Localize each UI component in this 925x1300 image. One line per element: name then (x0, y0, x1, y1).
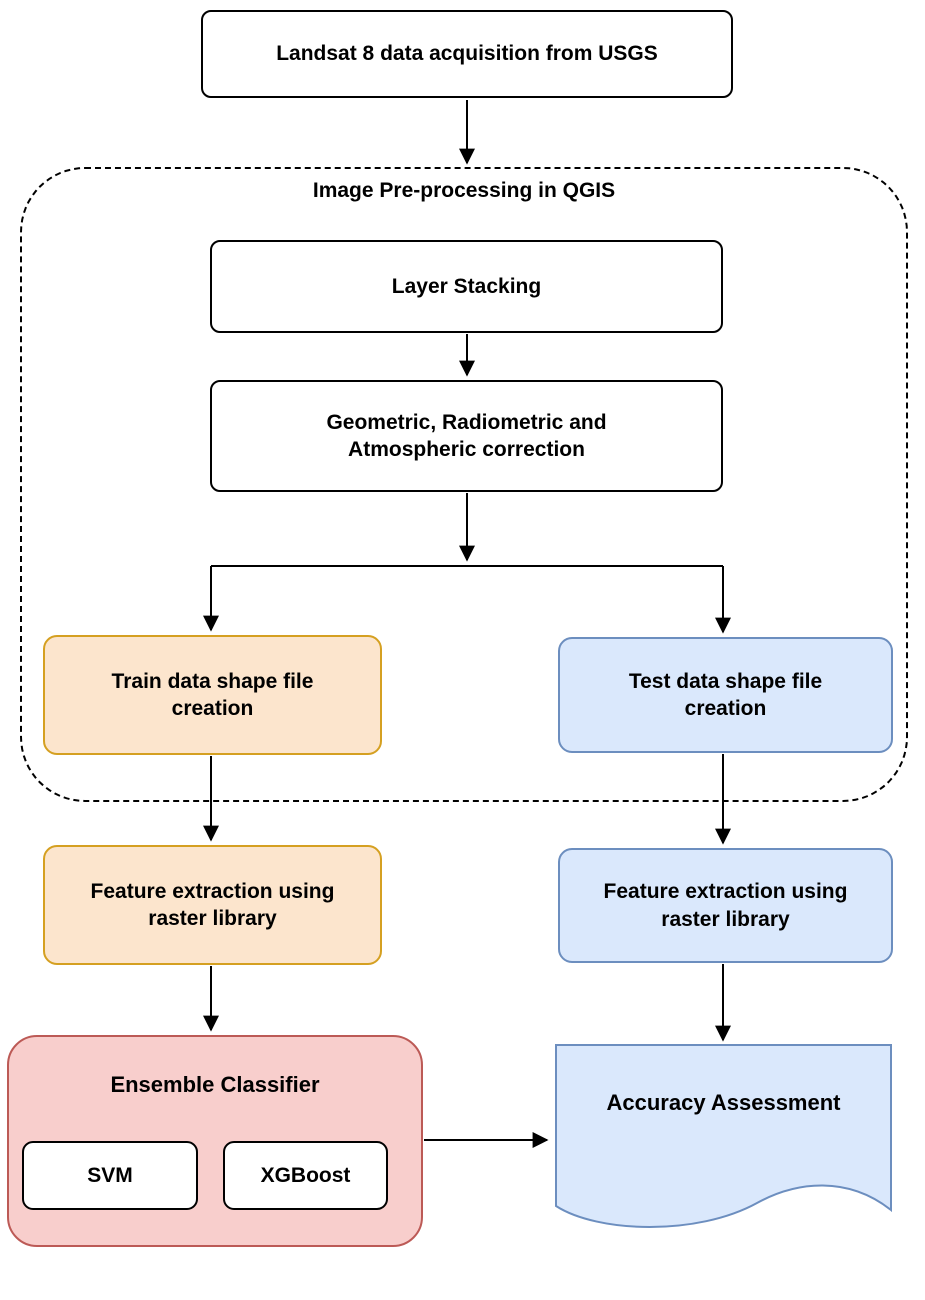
node-ensemble-classifier-label: Ensemble Classifier (110, 1072, 320, 1097)
node-feature-extraction-test: Feature extraction using raster library (558, 848, 893, 963)
node-test-shapefile-label: Test data shape file creation (628, 669, 823, 720)
node-train-shapefile: Train data shape file creation (43, 635, 382, 755)
node-layer-stacking-label: Layer Stacking (391, 274, 542, 298)
node-landsat-acquisition: Landsat 8 data acquisition from USGS (201, 10, 733, 98)
node-correction: Geometric, Radiometric and Atmospheric c… (210, 380, 723, 492)
node-feature-extraction-test-label: Feature extraction using raster library (603, 880, 848, 931)
accuracy-document-shape (555, 1044, 892, 1228)
node-feature-extraction-train: Feature extraction using raster library (43, 845, 382, 965)
node-landsat-acquisition-label: Landsat 8 data acquisition from USGS (276, 42, 658, 66)
node-accuracy-assessment-label: Accuracy Assessment (606, 1090, 841, 1115)
node-svm: SVM (22, 1141, 198, 1210)
node-feature-extraction-train-label: Feature extraction using raster library (90, 879, 335, 930)
node-layer-stacking: Layer Stacking (210, 240, 723, 333)
node-xgboost: XGBoost (223, 1141, 388, 1210)
preprocessing-group-outline (20, 167, 908, 802)
node-test-shapefile: Test data shape file creation (558, 637, 893, 753)
node-train-shapefile-label: Train data shape file creation (111, 669, 314, 720)
node-xgboost-label: XGBoost (260, 1163, 351, 1187)
node-correction-label: Geometric, Radiometric and Atmospheric c… (326, 410, 607, 461)
preprocessing-group-title: Image Pre-processing in QGIS (312, 179, 616, 202)
node-svm-label: SVM (87, 1163, 133, 1187)
